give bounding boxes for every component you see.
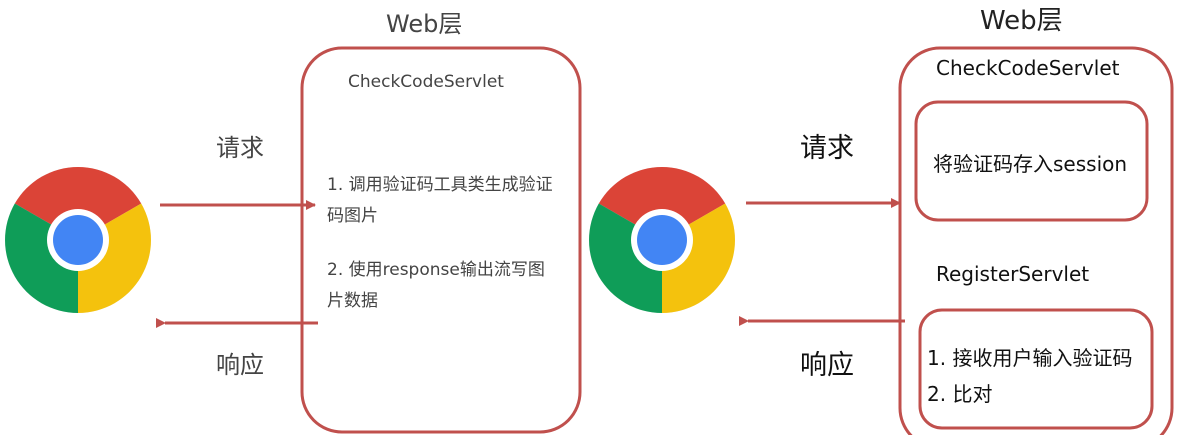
- chrome-browser-icon: [5, 167, 151, 313]
- left-servlet-box: [300, 46, 582, 434]
- chrome-browser-icon: [589, 167, 735, 313]
- right-layer-title: Web层: [980, 6, 1063, 36]
- left-step-2: 2. 使用response输出流写图片数据: [327, 260, 545, 311]
- right-check-code-servlet-name: CheckCodeServlet: [936, 56, 1120, 80]
- store-session-text: 将验证码存入session: [933, 152, 1128, 176]
- register-servlet-name: RegisterServlet: [936, 262, 1090, 286]
- right-web-layer-box: [898, 46, 1174, 435]
- right-response-label: 响应: [800, 350, 854, 381]
- register-inner-box: [918, 308, 1154, 430]
- left-step-1: 1. 调用验证码工具类生成验证码图片: [327, 175, 553, 226]
- left-layer-title: Web层: [386, 10, 463, 38]
- right-request-label: 请求: [800, 133, 854, 164]
- left-request-label: 请求: [216, 134, 264, 162]
- register-step-2: 2. 比对: [927, 382, 993, 406]
- check-code-inner-box: [914, 100, 1149, 222]
- left-response-label: 响应: [216, 351, 264, 379]
- left-servlet-name: CheckCodeServlet: [348, 72, 504, 92]
- register-step-1: 1. 接收用户输入验证码: [927, 346, 1133, 370]
